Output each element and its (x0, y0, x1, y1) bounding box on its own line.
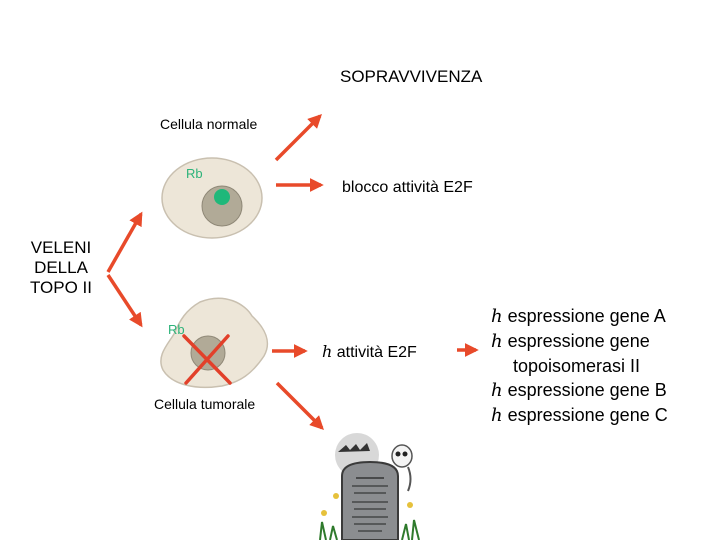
e2f-activity-label: h attività E2F (322, 342, 417, 362)
list-item: h espressione gene C (491, 403, 668, 428)
effect-text-continuation: topoisomerasi II (513, 356, 641, 376)
effect-text: espressione gene A (507, 306, 666, 326)
effect-text: espressione gene (507, 331, 650, 351)
rb-label-tumor: Rb (168, 322, 185, 337)
tombstone-graveyard-image (319, 433, 420, 540)
effect-text: espressione gene B (507, 380, 667, 400)
arrow-to-death (275, 381, 324, 430)
rb-inactivated-cross (182, 334, 232, 385)
effect-text: espressione gene C (507, 405, 668, 425)
poison-line: DELLA (34, 258, 88, 277)
list-item: h espressione gene A (491, 304, 668, 329)
list-item: h espressione gene B (491, 378, 668, 403)
poison-label: VELENI DELLA TOPO II (20, 238, 102, 298)
arrow-poison-to-tumor (106, 274, 143, 328)
rb-label-normal: Rb (186, 166, 203, 181)
normal-cell (161, 157, 263, 239)
e2f-activity-text: attività E2F (336, 344, 417, 361)
normal-cell-label: Cellula normale (160, 116, 258, 132)
arrow-to-survival (274, 114, 322, 162)
poison-line: TOPO II (29, 278, 93, 297)
gene-expression-list: h espressione gene A h espressione gene … (491, 304, 668, 428)
tumor-cell-label: Cellula tumorale (154, 396, 256, 412)
increase-icon: h (491, 380, 503, 401)
increase-icon: h (491, 331, 503, 352)
rb-protein-dot (214, 189, 230, 205)
poison-line: VELENI (30, 238, 92, 257)
increase-icon: h (322, 342, 333, 361)
increase-icon: h (491, 405, 503, 426)
increase-icon: h (491, 306, 503, 327)
tumor-cell (160, 297, 269, 389)
survival-label: SOPRAVVIVENZA (340, 67, 483, 86)
arrow-poison-to-normal (106, 211, 143, 273)
list-item: h espressione gene topoisomerasi II (491, 329, 668, 378)
e2f-block-label: blocco attività E2F (342, 179, 473, 196)
